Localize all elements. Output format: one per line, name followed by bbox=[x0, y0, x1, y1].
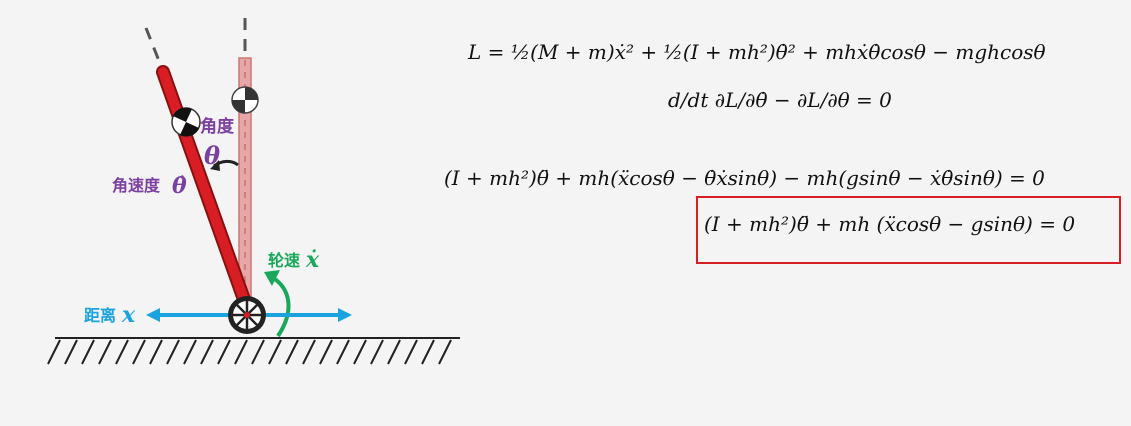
wheel-icon bbox=[228, 296, 266, 334]
ground-hatch-mark bbox=[387, 339, 401, 365]
wheel-speed-label: 轮速 bbox=[268, 251, 300, 270]
ground-hatch-mark bbox=[302, 339, 316, 365]
ground-hatch-mark bbox=[166, 339, 180, 365]
ground-hatch-mark bbox=[370, 339, 384, 365]
ground-hatch-mark bbox=[285, 339, 299, 365]
simplified-equation: (I + mh²)θ̈ + mh (ẍcosθ − gsinθ) = 0 bbox=[704, 212, 1075, 236]
ground-hatch-mark bbox=[353, 339, 367, 365]
angle-label: 角度 bbox=[200, 116, 235, 137]
ground-hatch-mark bbox=[217, 339, 231, 365]
ground-hatch-mark bbox=[132, 339, 146, 365]
angular-velocity-symbol: θ̇ bbox=[172, 173, 187, 199]
ground-hatch-mark bbox=[98, 339, 112, 365]
distance-label: 距离 bbox=[84, 306, 116, 325]
expanded-equation-text: (I + mh²)θ̈ + mh(ẍcosθ − θ̇ẋsinθ) − mh(g… bbox=[444, 166, 1045, 190]
angle-symbol: θ bbox=[204, 141, 220, 170]
euler-lagrange-equation-text: d/dt ∂L/∂θ̇ − ∂L/∂θ = 0 bbox=[668, 88, 892, 112]
ground-hatch-mark bbox=[268, 339, 282, 365]
euler-lagrange-equation: d/dt ∂L/∂θ̇ − ∂L/∂θ = 0 bbox=[668, 88, 892, 112]
ground-hatch-mark bbox=[319, 339, 333, 365]
ground-hatch-mark bbox=[336, 339, 350, 365]
ground-hatch-mark bbox=[115, 339, 129, 365]
ground-hatch-mark bbox=[404, 339, 418, 365]
ground-hatch-mark bbox=[47, 339, 61, 365]
ground-hatch-mark bbox=[183, 339, 197, 365]
pendulum bbox=[144, 27, 254, 315]
ground-hatch-mark bbox=[200, 339, 214, 365]
expanded-equation: (I + mh²)θ̈ + mh(ẍcosθ − θ̇ẋsinθ) − mh(g… bbox=[444, 166, 1045, 190]
pendulum-center-of-mass-icon bbox=[171, 107, 201, 137]
ground-hatch-mark bbox=[438, 339, 452, 365]
ground-hatch-mark bbox=[64, 339, 78, 365]
ground-hatch-mark bbox=[234, 339, 248, 365]
wheel-speed-symbol: ẋ bbox=[305, 247, 320, 273]
wheel-speed-arrow bbox=[264, 270, 291, 338]
reference-center-of-mass-icon bbox=[231, 86, 259, 114]
angular-velocity-label: 角速度 bbox=[112, 176, 161, 195]
ground-hatch-mark bbox=[149, 339, 163, 365]
ground bbox=[47, 337, 460, 365]
distance-symbol: x bbox=[121, 302, 136, 328]
simplified-equation-text: (I + mh²)θ̈ + mh (ẍcosθ − gsinθ) = 0 bbox=[704, 212, 1076, 236]
lagrangian-equation: L = ½(M + m)ẋ² + ½(I + mh²)θ̇² + mhẋθ̇co… bbox=[468, 40, 1046, 64]
ground-hatch-mark bbox=[81, 339, 95, 365]
inverted-pendulum-diagram: 角度 θ 角速度 θ̇ 轮速 ẋ 距离 x bbox=[47, 18, 460, 365]
lagrangian-equation-text: L = ½(M + m)ẋ² + ½(I + mh²)θ̇² + mhẋθ̇co… bbox=[468, 40, 1046, 64]
highlight-box bbox=[696, 196, 1121, 264]
angle-arrow bbox=[210, 159, 239, 171]
ground-hatch-mark bbox=[421, 339, 435, 365]
ground-hatch-mark bbox=[251, 339, 265, 365]
